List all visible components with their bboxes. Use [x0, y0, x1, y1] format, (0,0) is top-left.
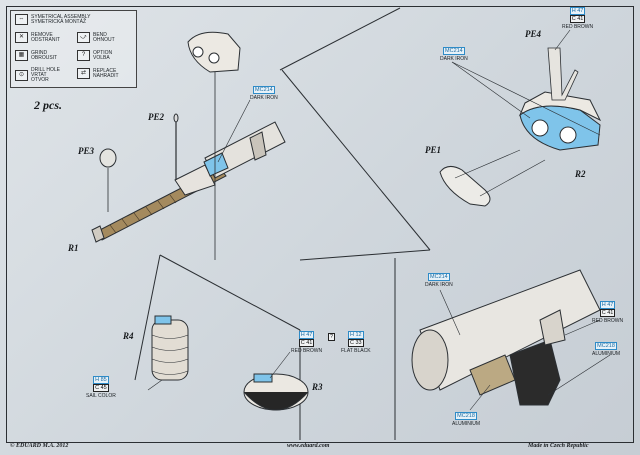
r3-cover	[243, 373, 309, 411]
symbol-legend: ⇔ SYMETRICAL ASSEMBLY SYMETRICKÁ MONTÁŽ …	[10, 10, 137, 88]
inset-detail	[411, 269, 601, 406]
label-r2: R2	[575, 169, 586, 179]
pe3-sight	[99, 148, 117, 168]
grind-icon: ▦	[15, 50, 28, 61]
bend-icon: ⤻	[77, 32, 90, 43]
remove-icon: ✕	[15, 32, 28, 43]
divider-diagonal	[281, 69, 431, 251]
legend-remove: ✕ REMOVE ODSTRANIT	[15, 32, 65, 43]
dark-iron-band	[203, 152, 229, 177]
gun-barrel	[91, 121, 286, 243]
divider-mid	[299, 249, 431, 261]
paint-aluminium-right: MC218 ALUMINIUM	[592, 342, 621, 357]
replace-icon: ⇄	[77, 68, 90, 79]
paint-sail-color: H 85 C 45 SAIL COLOR	[86, 376, 116, 399]
label-r1: R1	[68, 243, 79, 253]
option-icon: ?	[328, 333, 336, 341]
label-pe4: PE4	[525, 29, 542, 39]
paint-option-mark: ?	[328, 333, 336, 341]
label-r3: R3	[312, 382, 323, 392]
label-r4: R4	[123, 331, 134, 341]
paint-red-brown-r3: H 47 C 41 RED BROWN	[291, 331, 323, 354]
r2-small	[187, 31, 241, 73]
paint-red-brown-pe4: H 47 C 41 RED BROWN	[562, 7, 594, 30]
legend-option: ? OPTION VOLBA	[77, 50, 127, 61]
paint-flat-black: H 12 C 33 FLAT BLACK	[341, 331, 371, 354]
pe1-plate	[439, 149, 546, 207]
paint-aluminium-left: MC218 ALUMINIUM	[452, 412, 481, 427]
drill-hole-icon: ⊙	[15, 70, 28, 81]
label-pe1: PE1	[425, 145, 442, 155]
pe2-tip	[173, 113, 179, 123]
sheet-border	[6, 6, 634, 443]
paint-dark-iron-gun: MC214 DARK IRON	[250, 86, 278, 101]
pe4-strip	[547, 47, 579, 101]
divider-lower	[159, 254, 301, 331]
r2-main	[518, 91, 602, 151]
legend-replace: ⇄ REPLACE NAHRADIT	[77, 68, 127, 79]
legend-symmetrical: ⇔ SYMETRICAL ASSEMBLY SYMETRICKÁ MONTÁŽ	[15, 14, 111, 25]
paint-dark-iron-inset: MC214 DARK IRON	[425, 273, 453, 288]
paint-dark-iron-r2: MC214 DARK IRON	[440, 47, 468, 62]
footer-made-in: Made in Czech Republic	[528, 443, 589, 449]
label-pe2: PE2	[148, 112, 165, 122]
divider-top	[279, 7, 401, 71]
legend-bend: ⤻ BEND OHNOUT	[77, 32, 127, 43]
legend-grind: ▦ GRIND OBROUSIT	[15, 50, 65, 61]
quantity-note: 2 pcs.	[34, 98, 62, 112]
divider-left	[134, 254, 161, 381]
footer-website: www.eduard.com	[287, 443, 330, 449]
footer-copyright: © EDUARD M.A. 2012	[10, 443, 69, 449]
symmetry-icon: ⇔	[15, 14, 28, 25]
paint-red-brown-inset: H 47 C 41 RED BROWN	[592, 301, 624, 324]
legend-drill: ⊙ DRILL HOLE VRTAT OTVOR	[15, 68, 65, 83]
label-pe3: PE3	[78, 146, 95, 156]
option-icon: ?	[77, 50, 90, 61]
r4-bellows	[151, 315, 189, 381]
